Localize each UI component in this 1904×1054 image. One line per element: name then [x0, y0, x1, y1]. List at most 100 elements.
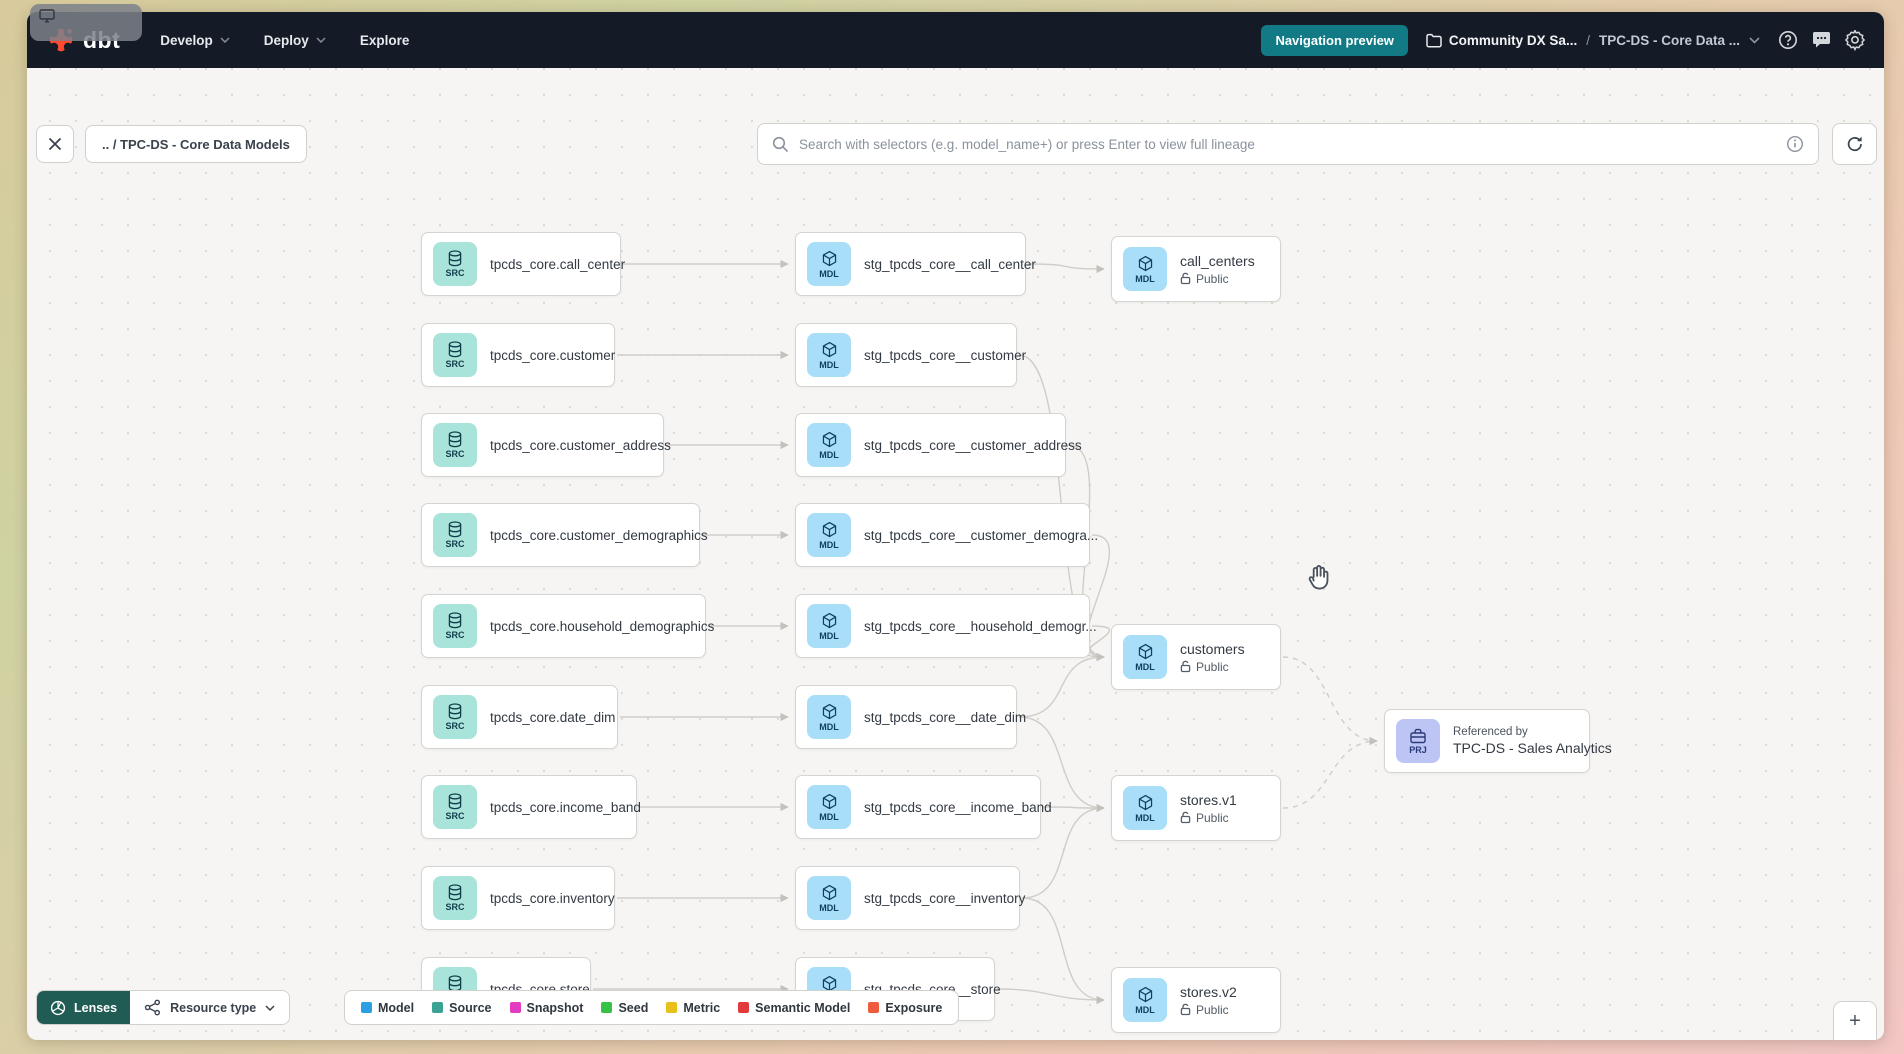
node-title: tpcds_core.customer_demographics [490, 527, 708, 543]
nav-menu-explore[interactable]: Explore [359, 32, 410, 48]
node-title: tpcds_core.date_dim [490, 709, 616, 725]
model-badge-icon: MDL [807, 423, 851, 467]
zoom-controls: + − [1833, 1001, 1877, 1040]
legend-swatch [868, 1002, 880, 1013]
model-badge-icon: MDL [1123, 247, 1167, 291]
node-title: stg_tpcds_core__income_band [864, 799, 1052, 815]
node-title: stg_tpcds_core__customer_address [864, 437, 1082, 453]
breadcrumb-page[interactable]: TPC-DS - Core Data ... [1598, 32, 1740, 48]
graph-node-stg-customer-address[interactable]: MDL stg_tpcds_core__customer_address [795, 413, 1082, 477]
refresh-lineage-button[interactable] [1832, 123, 1877, 165]
source-badge-icon: SRC [433, 876, 477, 920]
nav-menu-develop[interactable]: Develop [160, 33, 230, 48]
graph-node-stg-call-center[interactable]: MDL stg_tpcds_core__call_center [795, 232, 1036, 296]
feedback-icon[interactable] [1811, 30, 1832, 50]
node-access-badge: Public [1180, 660, 1245, 674]
help-icon[interactable] [1778, 30, 1798, 50]
node-access-badge: Public [1180, 811, 1237, 825]
model-badge-icon: MDL [807, 785, 851, 829]
node-title: stores.v2 [1180, 983, 1237, 1000]
resource-type-icon [144, 999, 161, 1016]
chevron-down-icon[interactable] [1749, 36, 1760, 44]
public-lock-icon [1180, 811, 1191, 824]
model-badge-icon: MDL [807, 695, 851, 739]
source-badge-icon: SRC [433, 423, 477, 467]
node-title: stg_tpcds_core__customer_demogra... [864, 527, 1099, 543]
navbar-right: Navigation preview Community DX Sa... / … [1261, 24, 1866, 56]
chevron-down-icon [265, 1004, 275, 1011]
graph-node-src-customer-demographics[interactable]: SRC tpcds_core.customer_demographics [421, 503, 708, 567]
legend-item-model: Model [361, 1001, 414, 1015]
node-access-badge: Public [1180, 272, 1255, 286]
node-title: tpcds_core.inventory [490, 890, 615, 906]
graph-node-stg-income-band[interactable]: MDL stg_tpcds_core__income_band [795, 775, 1052, 839]
navbar-menus: Develop Deploy Explore [160, 33, 409, 48]
chevron-down-icon [220, 37, 230, 43]
model-badge-icon: MDL [807, 333, 851, 377]
lineage-canvas[interactable]: .. / TPC-DS - Core Data Models SRCtpcds_… [27, 68, 1884, 1040]
folder-icon [1426, 33, 1442, 47]
legend-item-semantic-model: Semantic Model [738, 1001, 850, 1015]
nav-menu-deploy[interactable]: Deploy [264, 33, 326, 48]
model-badge-icon: MDL [1123, 978, 1167, 1022]
legend-swatch [361, 1002, 372, 1013]
node-access-badge: Public [1180, 1003, 1237, 1017]
public-lock-icon [1180, 1003, 1191, 1016]
navigation-preview-button[interactable]: Navigation preview [1261, 24, 1408, 56]
legend-swatch [738, 1002, 750, 1013]
source-badge-icon: SRC [433, 604, 477, 648]
legend-item-metric: Metric [666, 1001, 720, 1015]
lenses-button[interactable]: Lenses [37, 991, 131, 1024]
node-title: stg_tpcds_core__date_dim [864, 709, 1027, 725]
navbar-icon-buttons [1778, 29, 1866, 51]
close-lineage-button[interactable] [36, 125, 74, 163]
graph-node-stg-date-dim[interactable]: MDL stg_tpcds_core__date_dim [795, 685, 1026, 749]
resource-type-button[interactable]: Resource type [130, 991, 290, 1024]
zoom-in-button[interactable]: + [1834, 1002, 1876, 1040]
node-title: TPC-DS - Sales Analytics [1453, 740, 1612, 756]
node-title: stg_tpcds_core__call_center [864, 256, 1036, 272]
graph-node-stg-customer[interactable]: MDL stg_tpcds_core__customer [795, 323, 1026, 387]
screenshare-overlay-tab[interactable] [30, 4, 142, 41]
search-input[interactable] [799, 136, 1776, 152]
lineage-breadcrumb-chip[interactable]: .. / TPC-DS - Core Data Models [85, 125, 307, 163]
public-lock-icon [1180, 660, 1191, 673]
legend-item-seed: Seed [601, 1001, 648, 1015]
node-title: tpcds_core.customer_address [490, 437, 671, 453]
legend-swatch [432, 1002, 444, 1013]
lens-controls: Lenses Resource type [36, 990, 291, 1025]
source-badge-icon: SRC [433, 785, 477, 829]
legend-swatch [666, 1002, 678, 1013]
node-title: stg_tpcds_core__inventory [864, 890, 1026, 906]
graph-node-src-inventory[interactable]: SRC tpcds_core.inventory [421, 866, 615, 930]
info-icon[interactable] [1786, 135, 1804, 153]
model-badge-icon: MDL [807, 604, 851, 648]
refresh-icon [1847, 136, 1862, 152]
node-title: stg_tpcds_core__customer [864, 347, 1027, 363]
source-badge-icon: SRC [433, 513, 477, 557]
breadcrumb-project[interactable]: Community DX Sa... [1426, 33, 1577, 48]
model-badge-icon: MDL [807, 242, 851, 286]
settings-icon[interactable] [1845, 29, 1866, 51]
close-icon [48, 137, 62, 151]
node-title: call_centers [1180, 252, 1255, 269]
source-badge-icon: SRC [433, 333, 477, 377]
public-lock-icon [1180, 272, 1191, 285]
project-badge-icon: PRJ [1396, 719, 1440, 763]
graph-node-src-customer-address[interactable]: SRC tpcds_core.customer_address [421, 413, 671, 477]
